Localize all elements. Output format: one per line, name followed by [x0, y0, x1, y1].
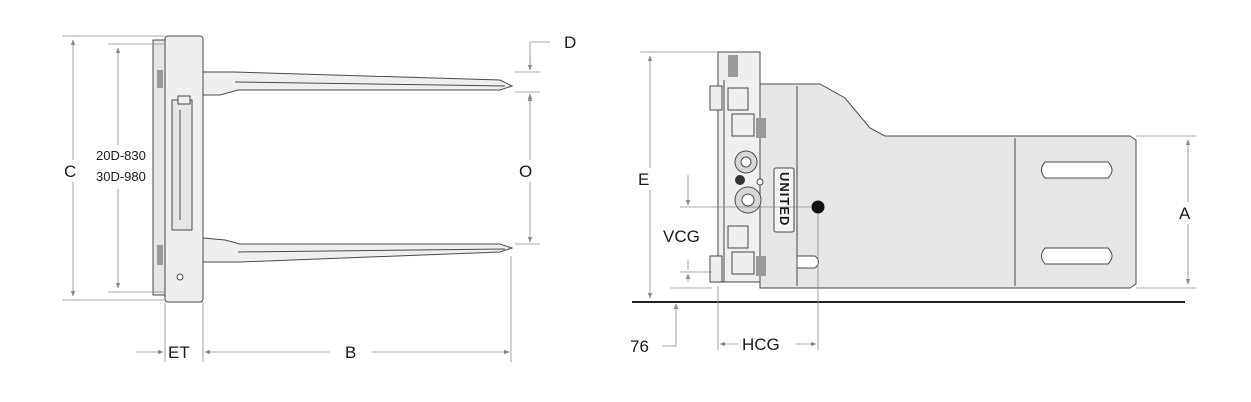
label-30d-980: 30D-980 [96, 169, 146, 184]
carriage-frame [152, 35, 204, 303]
label-b: B [345, 343, 356, 362]
label-vcg: VCG [663, 227, 700, 246]
label-20d-830: 20D-830 [96, 148, 146, 163]
dimension-et-b: ET B [136, 256, 512, 362]
dimension-e: E [636, 51, 718, 299]
label-o: O [519, 162, 532, 181]
label-et: ET [168, 343, 190, 362]
front-view: C 20D-830 30D-980 D O [60, 33, 576, 362]
side-view: UNITED E A VCG [630, 51, 1202, 356]
label-c: C [64, 162, 76, 181]
cg-marker [811, 200, 825, 214]
dimension-vcg: VCG [663, 175, 812, 282]
dimension-o: O [515, 95, 542, 245]
label-a: A [1179, 204, 1191, 223]
lower-fork [202, 237, 514, 263]
label-76: 76 [630, 337, 649, 356]
brand-united: UNITED [777, 172, 792, 226]
label-e: E [638, 170, 649, 189]
dimension-c: C [60, 35, 165, 301]
dimension-76: 76 [630, 287, 712, 356]
label-d: D [564, 33, 576, 52]
dimension-hcg: HCG [717, 214, 819, 354]
dimension-d: D [515, 33, 576, 104]
upper-fork [202, 71, 514, 96]
label-hcg: HCG [742, 335, 780, 354]
clamp-arm-body [759, 83, 1137, 289]
brand-plate: UNITED [773, 167, 795, 233]
dimension-model-height: 20D-830 30D-980 [94, 43, 165, 293]
dimension-a: A [1136, 135, 1202, 289]
rotator-hubs [734, 150, 764, 214]
